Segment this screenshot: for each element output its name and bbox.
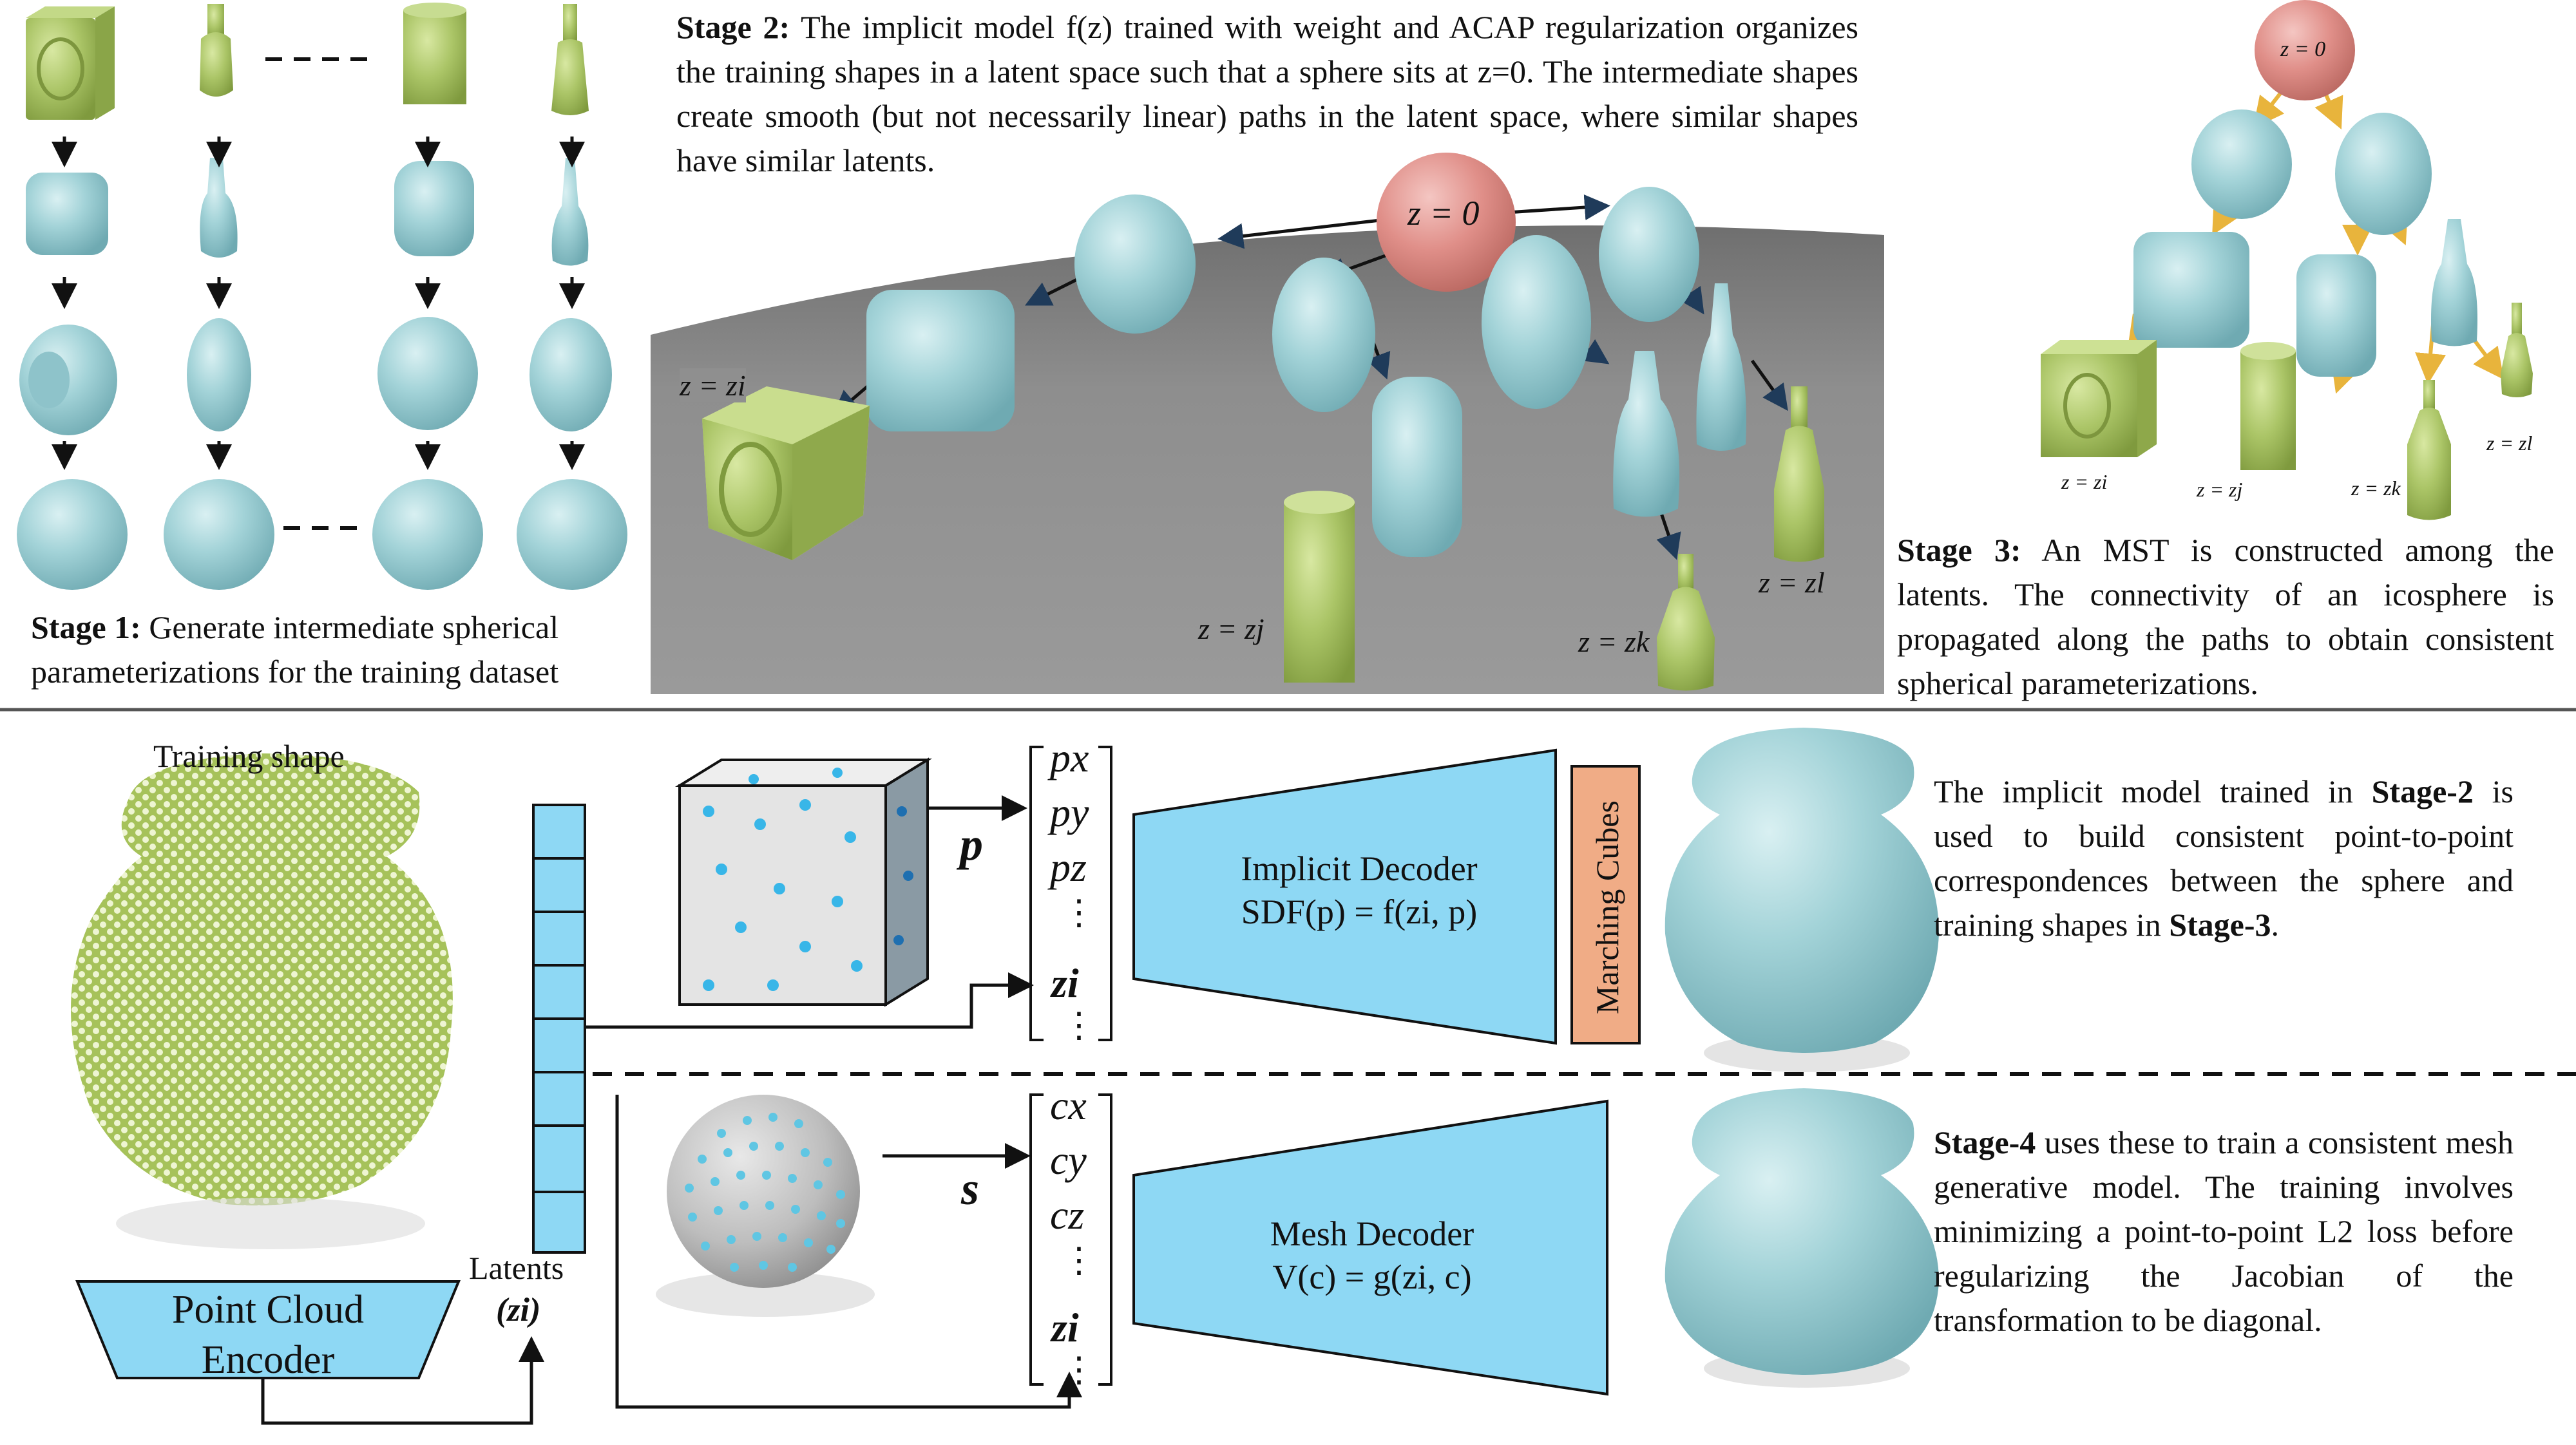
stage3-capsule <box>2296 254 2376 377</box>
c-vector-cz: cz <box>1050 1191 1084 1239</box>
stage3-label-zl: z = zl <box>2486 431 2532 455</box>
stage2-label-zl: z = zl <box>1759 565 1825 600</box>
latents-label: Latents <box>469 1249 564 1287</box>
stage3-cylinder-green <box>2240 342 2296 470</box>
s2-rounded-cube <box>866 290 1015 431</box>
stage3-label-zi: z = zi <box>2061 470 2107 494</box>
encoder-label: Point Cloud Encoder <box>148 1285 388 1385</box>
c-vector-ellipsis-1: ⋮ <box>1062 1240 1096 1280</box>
s2-ovoid-a <box>1272 258 1375 412</box>
point-sample-cube <box>680 760 928 1005</box>
stage2-note-b1: Stage-2 <box>2372 773 2474 809</box>
s2-ovoid-b <box>1482 235 1591 409</box>
stage1-bottle <box>200 4 233 97</box>
stage1-bottle-ovoid <box>187 318 251 431</box>
stage3-bottle-blue <box>2431 219 2477 346</box>
p-vector-px: px <box>1050 734 1089 782</box>
stage3-label-origin: z = 0 <box>2280 37 2325 62</box>
stage3-ovoid <box>2335 113 2432 235</box>
p-vector-py: py <box>1050 789 1089 836</box>
s2-capsule <box>1372 377 1462 557</box>
implicit-decoder-title: Implicit Decoder <box>1198 849 1520 889</box>
stage1-tall-bottle-smooth <box>552 158 589 266</box>
stage1-rounded-cube <box>26 173 108 255</box>
stage1-caption: Stage 1: Generate intermediate spherical… <box>31 605 630 694</box>
stage1-cylinder-smooth <box>394 161 474 256</box>
p-label: p <box>960 818 983 871</box>
stage2-label-zi: z = zi <box>680 368 746 402</box>
marching-cubes-label: Marching Cubes <box>1589 782 1626 1033</box>
stage2-note-pre: The implicit model trained in <box>1934 773 2353 809</box>
stage2-note-b2: Stage-3 <box>2169 907 2271 943</box>
s2-cylinder-green <box>1284 491 1355 683</box>
stage2-panel <box>651 153 1884 694</box>
c-vector-cx: cx <box>1050 1082 1087 1129</box>
training-shape-label: Training shape <box>153 737 345 775</box>
latent-vector <box>533 805 585 1252</box>
stage2-note: The implicit model trained in Stage-2 is… <box>1934 770 2514 947</box>
stage3-bottle-green-l <box>2501 303 2533 397</box>
latents-symbol: (zi) <box>496 1291 540 1329</box>
p-vector-ellipsis-1: ⋮ <box>1062 892 1096 932</box>
stage3-title: Stage 3: <box>1897 532 2021 568</box>
stage3-panel <box>2041 0 2533 520</box>
stage4-note: Stage-4 uses these to train a consistent… <box>1934 1120 2514 1343</box>
mesh-decoder-formula: V(c) = g(zi, c) <box>1185 1257 1559 1297</box>
stage2-label-zj: z = zj <box>1198 612 1264 646</box>
c-vector-ellipsis-2: ⋮ <box>1062 1349 1096 1390</box>
p-vector-pz: pz <box>1050 844 1087 891</box>
stage1-bottle-smooth <box>200 158 237 258</box>
stage3-textured-cube <box>2041 340 2157 457</box>
mesh-output-vase <box>1665 1088 1939 1388</box>
s-label: s <box>961 1162 979 1216</box>
stage1-bottle-sphere <box>164 479 274 590</box>
stage3-label-zk: z = zk <box>2351 477 2401 500</box>
stage1-tall-ovoid <box>530 318 612 431</box>
stage2-label-origin: z = 0 <box>1407 193 1479 233</box>
stage1-cylinder-ovoid <box>377 317 478 430</box>
p-vector-ellipsis-2: ⋮ <box>1062 1005 1096 1045</box>
stage1-arrows <box>64 137 572 464</box>
s2-dented-sphere <box>1074 194 1196 334</box>
implicit-decoder-formula: SDF(p) = f(zi, p) <box>1172 892 1546 932</box>
stage2-label-zk: z = zk <box>1578 625 1649 659</box>
stage2-note-post: . <box>2271 907 2280 943</box>
s2-ovoid-c <box>1599 187 1699 322</box>
mesh-decoder-title: Mesh Decoder <box>1211 1214 1533 1254</box>
stage2-title: Stage 2: <box>676 9 790 45</box>
stage1-dented-sphere <box>19 325 117 435</box>
stage1-sphere <box>17 479 128 590</box>
stage2-text: The implicit model f(z) trained with wei… <box>676 9 1858 178</box>
stage3-rounded-cube <box>2133 232 2249 348</box>
stage3-label-zj: z = zj <box>2197 478 2242 502</box>
point-sample-sphere <box>656 1095 875 1317</box>
implicit-output-vase <box>1665 728 1939 1072</box>
stage1-cylinder-sphere <box>372 479 483 590</box>
stage4-note-b1: Stage-4 <box>1934 1124 2036 1160</box>
stage1-tall-sphere <box>517 479 627 590</box>
stage1-title: Stage 1: <box>31 609 141 645</box>
c-vector-cy: cy <box>1050 1137 1087 1184</box>
p-vector-zi: zi <box>1051 959 1079 1007</box>
stage3-caption: Stage 3: An MST is constructed among the… <box>1897 528 2554 706</box>
stage1-panel <box>17 3 627 590</box>
stage3-bottle-green-k <box>2407 380 2451 520</box>
training-shape-vase <box>71 753 453 1249</box>
c-vector-zi: zi <box>1051 1304 1079 1352</box>
stage3-dented-sphere <box>2191 109 2292 219</box>
stage2-caption: Stage 2: The implicit model f(z) trained… <box>676 5 1858 183</box>
stage1-cube-shape <box>26 6 115 120</box>
stage1-tall-bottle <box>551 4 589 115</box>
stage1-cylinder <box>403 3 466 104</box>
